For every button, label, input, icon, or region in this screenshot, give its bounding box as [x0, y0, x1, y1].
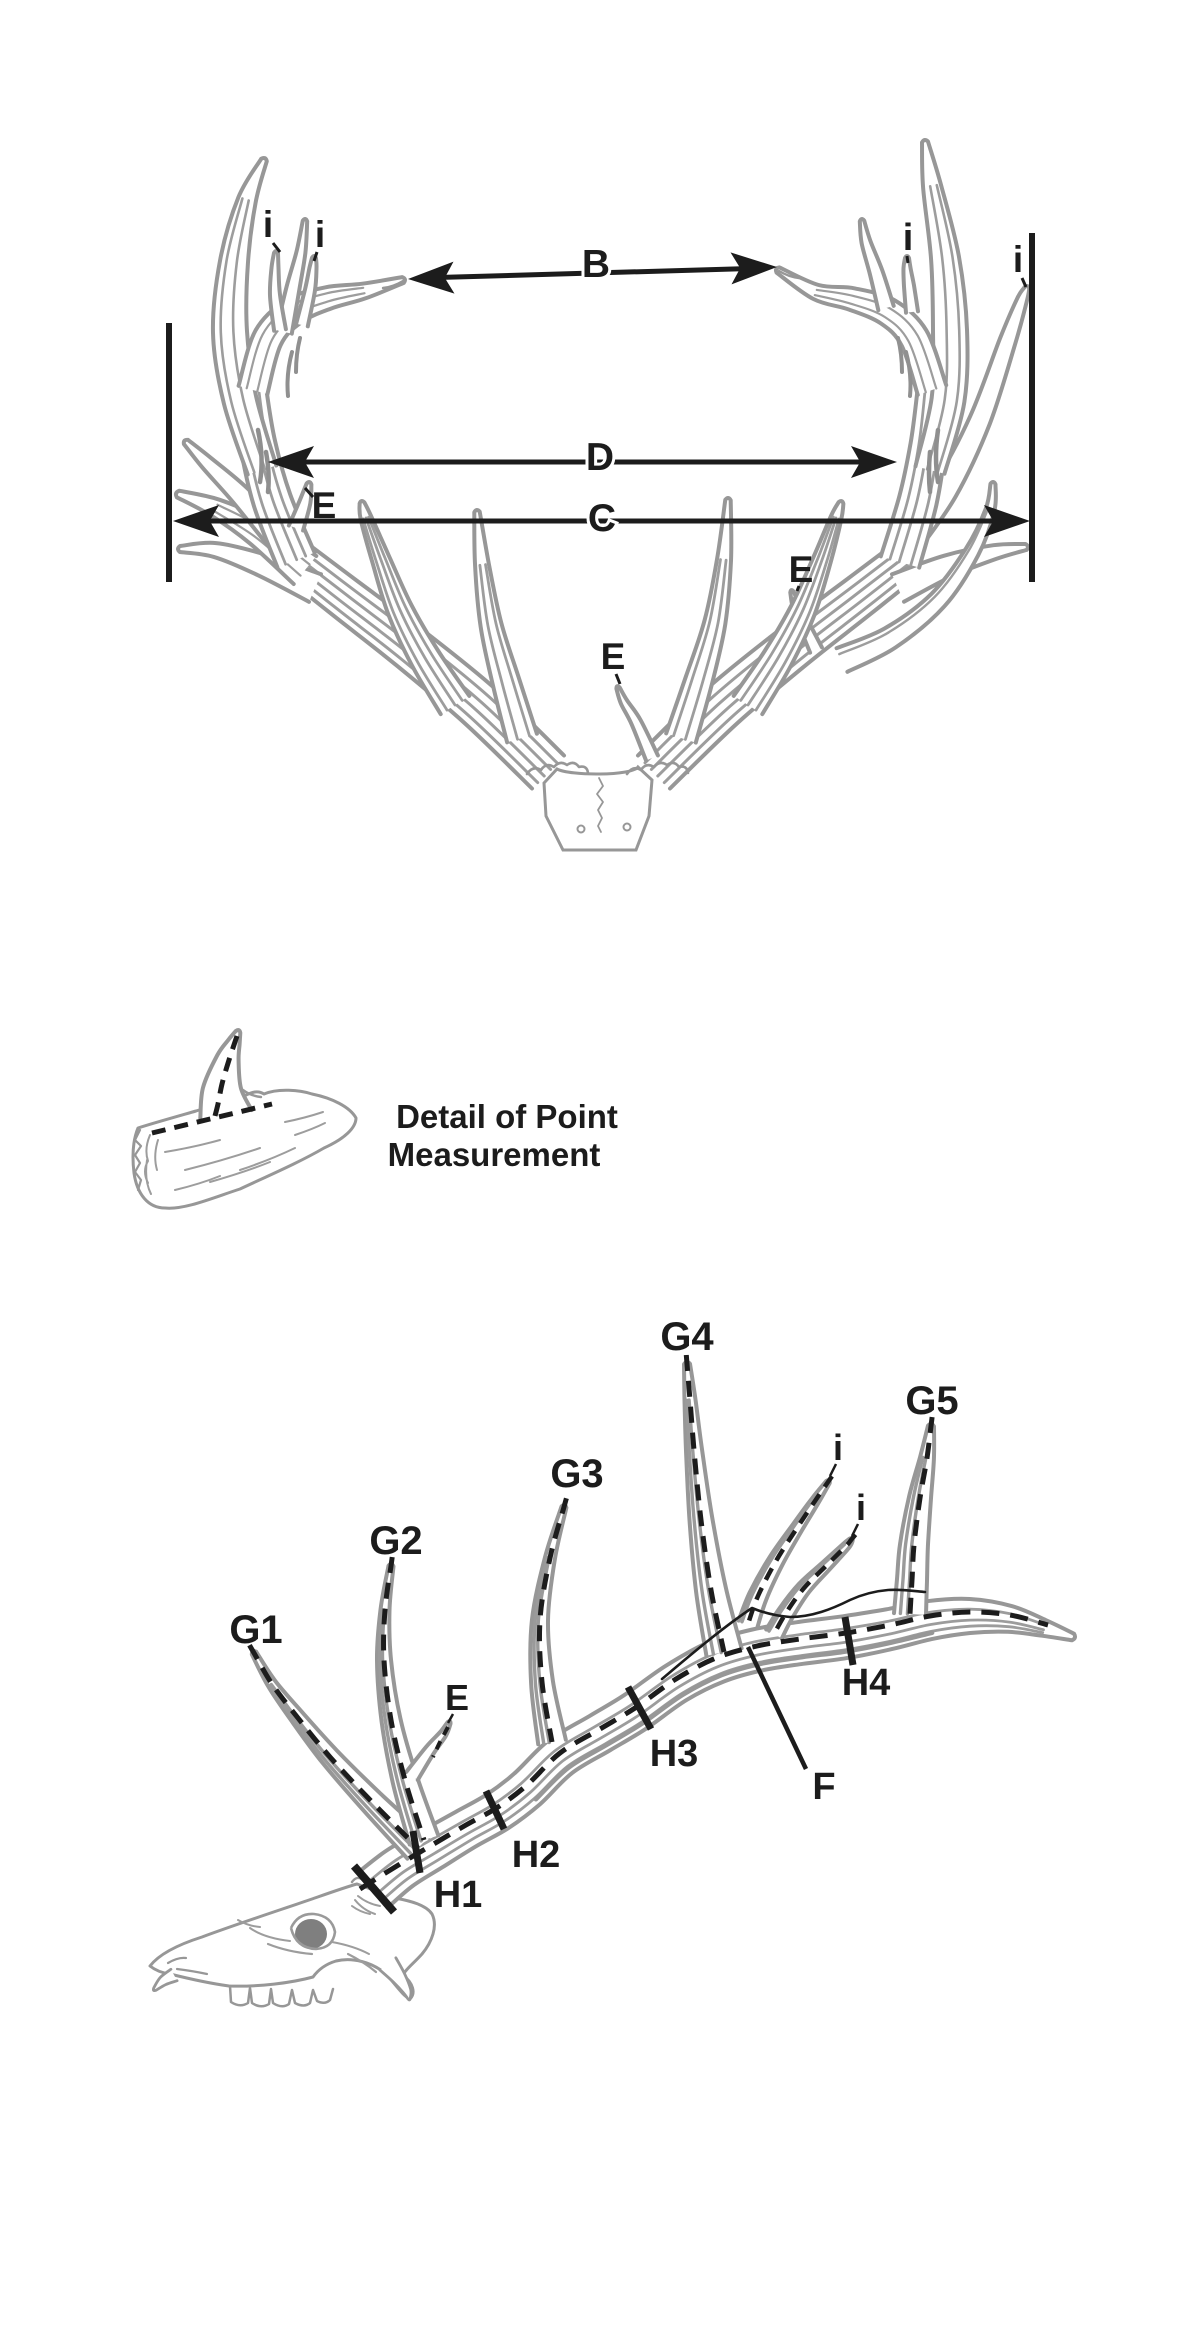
svg-text:C: C	[588, 497, 616, 540]
svg-text:C: C	[588, 497, 616, 540]
svg-text:D: D	[586, 436, 614, 479]
svg-text:H3: H3	[650, 1733, 699, 1775]
svg-text:Detail of Point: Detail of Point	[396, 1098, 618, 1135]
svg-text:Measurement: Measurement	[388, 1136, 601, 1173]
svg-text:i: i	[315, 214, 325, 255]
svg-text:G4: G4	[660, 1315, 714, 1359]
svg-text:H4: H4	[842, 1662, 891, 1704]
svg-text:G5: G5	[905, 1379, 958, 1423]
svg-text:E: E	[601, 636, 626, 677]
svg-text:H1: H1	[434, 1874, 483, 1916]
svg-text:i: i	[833, 1427, 843, 1468]
svg-text:F: F	[812, 1766, 835, 1808]
svg-text:G1: G1	[229, 1608, 282, 1652]
svg-text:E: E	[789, 549, 814, 590]
svg-text:E: E	[445, 1677, 469, 1718]
svg-text:E: E	[312, 485, 337, 526]
svg-text:B: B	[582, 243, 610, 286]
svg-text:i: i	[856, 1487, 866, 1528]
svg-text:B: B	[582, 243, 610, 286]
svg-text:D: D	[586, 436, 614, 479]
svg-text:G2: G2	[369, 1519, 422, 1563]
svg-text:G3: G3	[550, 1452, 603, 1496]
svg-text:i: i	[1013, 239, 1023, 280]
svg-text:H2: H2	[512, 1834, 561, 1876]
svg-text:i: i	[903, 217, 914, 259]
svg-text:i: i	[263, 204, 273, 245]
